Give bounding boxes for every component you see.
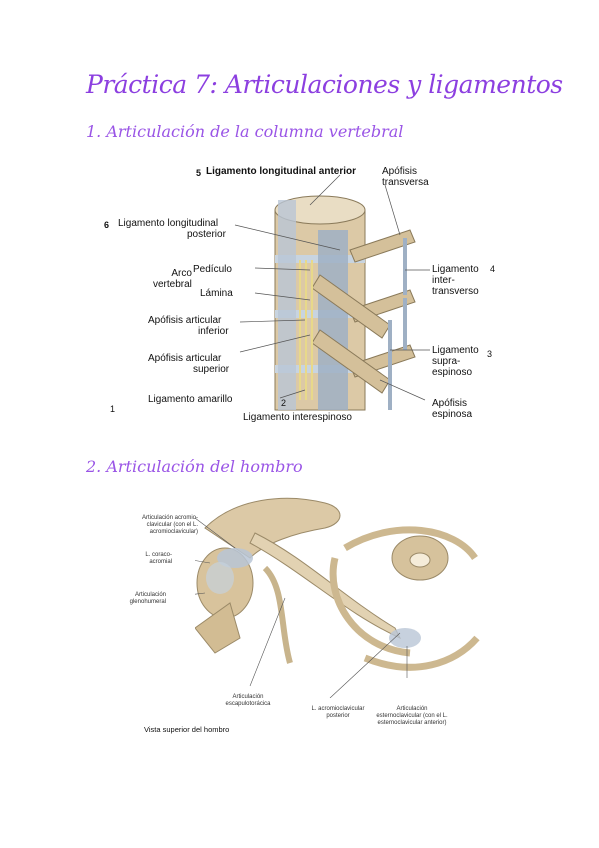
label-pediculo: Pedículo (193, 264, 232, 275)
page-title: Práctica 7: Articulaciones y ligamentos (86, 70, 563, 99)
label-number: 5 (196, 168, 202, 178)
label-lig-amarillo: Ligamento amarillo (148, 394, 233, 405)
label-number: 6 (104, 220, 110, 230)
label-lamina: Lámina (200, 288, 233, 299)
label-lig-interespinoso: Ligamento interespinoso (243, 412, 352, 423)
label-number: 3 (487, 349, 493, 359)
figure-caption: Vista superior del hombro (144, 725, 230, 734)
label-number: 2 (281, 398, 287, 408)
section-heading-spine: 1. Articulación de la columna vertebral (86, 122, 404, 141)
label-lig-long-ant: Ligamento longitudinal anterior (206, 166, 356, 177)
section-heading-shoulder: 2. Articulación del hombro (86, 457, 303, 476)
spine-illustration (234, 174, 430, 411)
label-art-acromioclavicular: Articulación acromio-clavicular (con el … (141, 515, 198, 535)
shoulder-illustration (195, 497, 480, 698)
label-number: 4 (490, 264, 496, 274)
label-lig-coracoacromial: L. coraco-acromial (145, 552, 172, 565)
label-number: 1 (110, 404, 116, 414)
